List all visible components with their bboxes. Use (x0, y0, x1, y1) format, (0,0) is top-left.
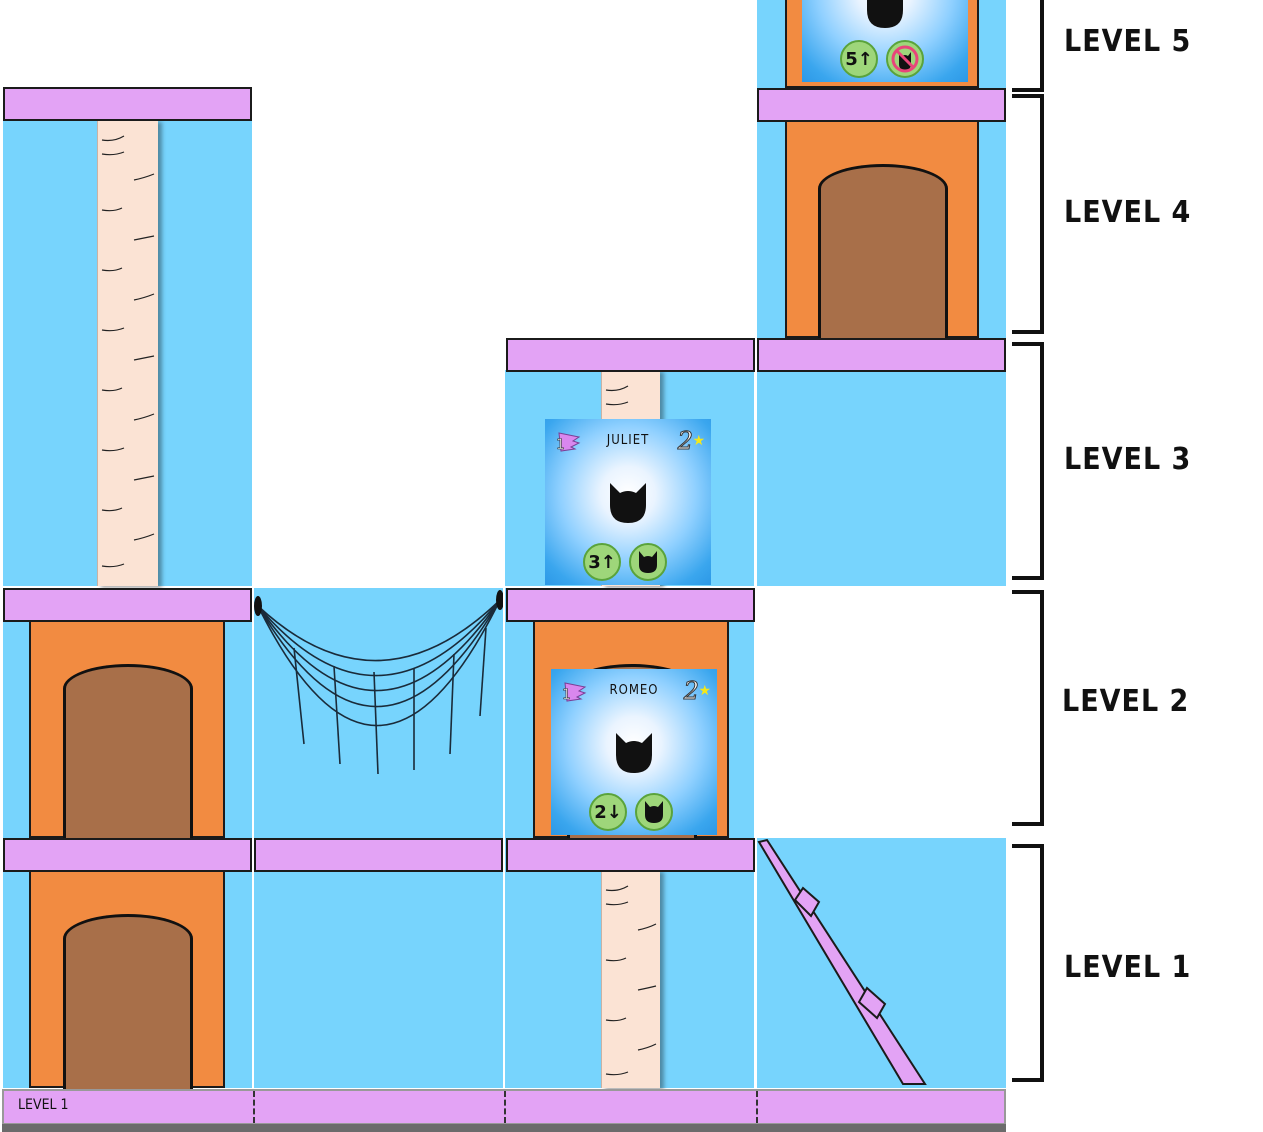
no-cat-icon (886, 40, 924, 78)
level-3-bracket (1012, 342, 1044, 580)
level-4-label: LEVEL 4 (1064, 195, 1192, 230)
level-2-label: LEVEL 2 (1062, 684, 1190, 719)
cat-house-col1-l1[interactable] (29, 870, 225, 1090)
cat-card-juliet[interactable]: 1 JULIET 2 ★ 3↑ (545, 419, 711, 585)
ability-token: 2↓ (589, 793, 627, 831)
card-cost-value: 1 (556, 437, 565, 453)
card-cost-value: 1 (562, 687, 571, 703)
door (63, 914, 193, 1090)
cat-card-romeo[interactable]: 1 ROMEO 2 ★ 2↓ (551, 669, 717, 835)
cat-silhouette-icon (616, 733, 652, 773)
tile-col2-l1 (254, 838, 503, 1088)
card-name: ROMEO (609, 683, 659, 698)
platform-col3-l3[interactable] (506, 338, 755, 372)
post-marks (101, 135, 155, 568)
scratching-post-icon (97, 120, 158, 586)
platform-col4-l3[interactable] (757, 338, 1006, 372)
platform-col1-l1[interactable] (3, 838, 252, 872)
ramp-icon (757, 838, 927, 1085)
scratching-post-icon (601, 870, 660, 1088)
star-icon: ★ (692, 433, 705, 449)
level-3-label: LEVEL 3 (1064, 442, 1192, 477)
level-5-bracket (1012, 0, 1044, 92)
floor-shadow (2, 1124, 1006, 1132)
level-5-label: LEVEL 5 (1064, 24, 1192, 59)
tile-col4-l3 (757, 370, 1006, 586)
cat-count-token (635, 793, 673, 831)
platform-col4-l4[interactable] (757, 88, 1006, 122)
platform-col2-l1[interactable] (254, 838, 503, 872)
platform-col3-l1[interactable] (506, 838, 755, 872)
level-1-label: LEVEL 1 (1064, 950, 1192, 985)
platform-col1-l2[interactable] (3, 588, 252, 622)
floor-divider (756, 1091, 758, 1123)
level-4-bracket (1012, 94, 1044, 334)
wing-cost-icon: 1 (562, 682, 587, 703)
hammock-net-icon (254, 590, 503, 775)
floor-divider (253, 1091, 255, 1123)
platform-col3-l2[interactable] (506, 588, 755, 622)
cat-count-token (629, 543, 667, 581)
door (818, 164, 948, 340)
cat-card-partial[interactable]: 5↑ (802, 0, 968, 82)
tile-col2-l2 (254, 588, 503, 838)
ability-token: 5↑ (840, 40, 878, 78)
card-points: 2 (677, 427, 693, 456)
post-marks (605, 385, 629, 406)
level-1-bracket (1012, 844, 1044, 1082)
card-name: JULIET (606, 433, 650, 448)
door (63, 664, 193, 840)
star-icon: ★ (698, 683, 711, 699)
platform-col1-top[interactable] (3, 87, 252, 121)
cat-silhouette-icon (610, 483, 646, 523)
cat-house-col1-l2[interactable] (29, 620, 225, 840)
post-marks (605, 885, 657, 1076)
floor-label: LEVEL 1 (18, 1097, 69, 1113)
cat-house-col4-l4[interactable] (785, 120, 979, 340)
floor-divider (504, 1091, 506, 1123)
ability-token: 3↑ (583, 543, 621, 581)
cat-silhouette-icon (867, 0, 903, 28)
card-points: 2 (683, 677, 699, 706)
wing-cost-icon: 1 (556, 432, 581, 453)
level-2-bracket (1012, 590, 1044, 826)
